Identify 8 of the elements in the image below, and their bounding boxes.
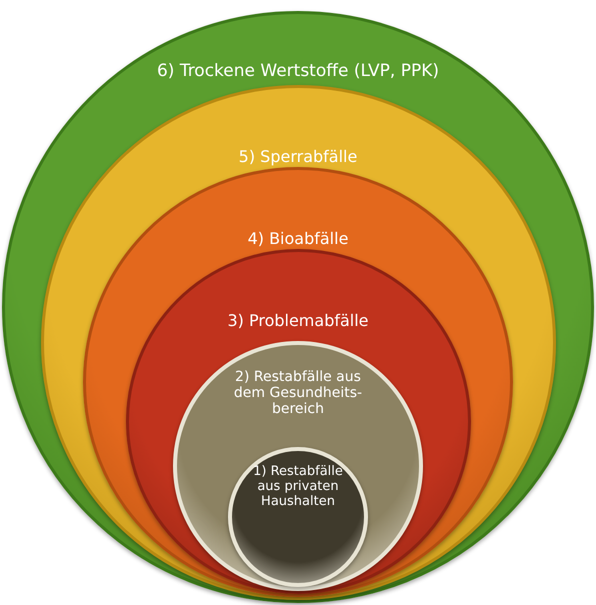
category-label: 6) Trockene Wertstoffe (LVP, PPK): [156, 62, 440, 82]
category-label: 1) Restabfälle aus privaten Haushalten: [252, 465, 344, 510]
category-label: 2) Restabfälle aus dem Gesundheits-bereich: [232, 369, 364, 418]
category-label: 3) Problemabfälle: [226, 312, 370, 330]
category-label: 4) Bioabfälle: [246, 230, 350, 248]
category-label: 5) Sperrabfälle: [238, 148, 358, 166]
category-circle: [173, 341, 423, 591]
category-circle: [228, 447, 368, 587]
